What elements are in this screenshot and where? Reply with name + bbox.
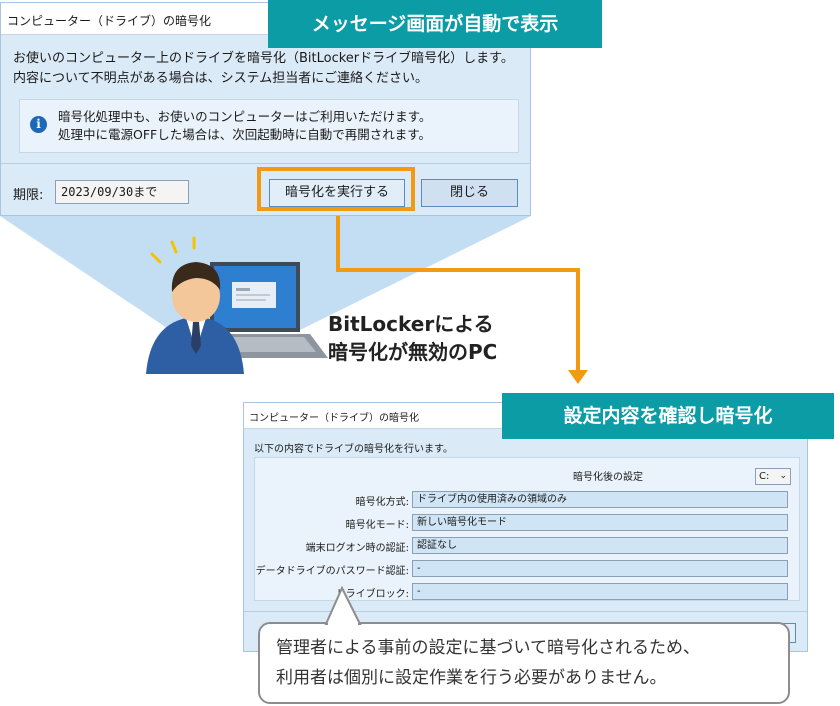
run-encryption-button[interactable]: 暗号化を実行する — [269, 179, 405, 207]
row-label-data-drive-password: データドライブのパスワード認証: — [255, 566, 409, 577]
chevron-down-icon: ⌄ — [779, 471, 787, 481]
encryption-notice-dialog: コンピューター（ドライブ）の暗号化 お使いのコンピューター上のドライブを暗号化（… — [0, 2, 531, 216]
note-line-1: 暗号化処理中も、お使いのコンピューターはご利用いただけます。 — [58, 109, 432, 124]
drive-select-value: C: — [759, 471, 770, 482]
connector-line — [336, 211, 580, 372]
deadline-label: 期限: — [13, 188, 44, 203]
dialog-separator — [1, 163, 530, 164]
message-line-2: 内容について不明点がある場合は、システム担当者にご連絡ください。 — [13, 71, 428, 86]
row-label-encryption-method: 暗号化方式: — [355, 497, 409, 508]
settings-panel: 暗号化後の設定 C: ⌄ 暗号化方式: ドライブ内の使用済みの領域のみ 暗号化モ… — [254, 457, 800, 601]
message-line-1: お使いのコンピューター上のドライブを暗号化（BitLockerドライブ暗号化）し… — [13, 51, 514, 66]
dialog-title: コンピューター（ドライブ）の暗号化 — [7, 14, 212, 28]
deadline-field: 2023/09/30まで — [55, 180, 189, 204]
row-field-drive-lock: - — [412, 583, 788, 600]
dialog-message: お使いのコンピューター上のドライブを暗号化（BitLockerドライブ暗号化）し… — [13, 49, 514, 89]
callout-tail — [324, 585, 362, 625]
run-button-highlight — [257, 167, 415, 211]
settings-separator — [244, 611, 807, 612]
settings-header: 暗号化後の設定 — [573, 472, 643, 483]
callout-line-2: 利用者は個別に設定作業を行う必要がありません。 — [276, 668, 667, 688]
row-label-drive-lock: ドライブロック: — [335, 589, 409, 600]
row-label-logon-auth: 端末ログオン時の認証: — [305, 543, 409, 554]
callout-line-1: 管理者による事前の設定に基づいて暗号化されるため、 — [276, 638, 700, 658]
pc-label-line-1: BitLockerによる — [328, 312, 494, 336]
user-illustration — [146, 236, 244, 374]
info-icon: i — [30, 116, 47, 133]
info-note: i 暗号化処理中も、お使いのコンピューターはご利用いただけます。 処理中に電源O… — [19, 99, 519, 153]
explanation-callout: 管理者による事前の設定に基づいて暗号化されるため、 利用者は個別に設定作業を行う… — [258, 622, 790, 704]
row-label-encryption-mode: 暗号化モード: — [345, 520, 409, 531]
banner-auto-display: メッセージ画面が自動で表示 — [268, 0, 602, 48]
pc-label: BitLockerによる 暗号化が無効のPC — [328, 310, 497, 366]
close-button[interactable]: 閉じる — [421, 179, 518, 207]
info-note-text: 暗号化処理中も、お使いのコンピューターはご利用いただけます。 処理中に電源OFF… — [58, 108, 431, 144]
row-field-data-drive-password: - — [412, 560, 788, 577]
row-field-encryption-method: ドライブ内の使用済みの領域のみ — [412, 491, 788, 508]
settings-dialog-title: コンピューター（ドライブ）の暗号化 — [249, 413, 419, 424]
drive-select[interactable]: C: ⌄ — [755, 468, 791, 485]
settings-intro: 以下の内容でドライブの暗号化を行います。 — [254, 444, 453, 455]
row-field-encryption-mode: 新しい暗号化モード — [412, 514, 788, 531]
pc-label-line-2: 暗号化が無効のPC — [328, 340, 498, 364]
connector-arrowhead — [568, 370, 588, 384]
banner-confirm-encrypt: 設定内容を確認し暗号化 — [502, 393, 834, 439]
row-field-logon-auth: 認証なし — [412, 537, 788, 554]
note-line-2: 処理中に電源OFFした場合は、次回起動時に自動で再開されます。 — [58, 127, 431, 142]
callout-text: 管理者による事前の設定に基づいて暗号化されるため、 利用者は個別に設定作業を行う… — [276, 633, 700, 693]
